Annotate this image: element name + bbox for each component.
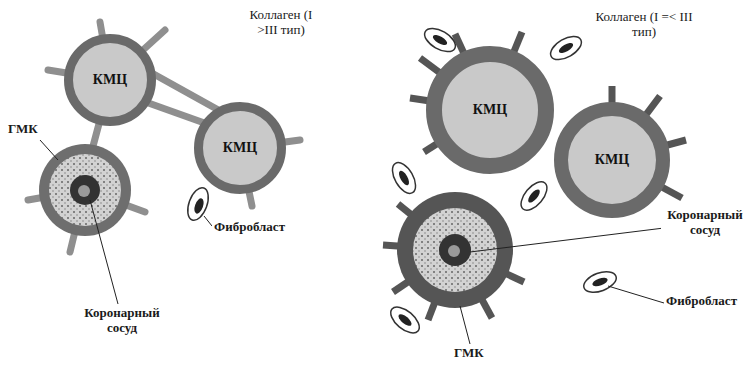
part-label: ГМК — [452, 346, 486, 361]
cell-label: КМЦ — [473, 102, 507, 118]
part-label: Фибробласт — [664, 294, 739, 309]
cardiomyocyte-cell: КМЦ — [194, 102, 286, 194]
collagen-note: Коллаген (I >III тип) — [236, 8, 326, 38]
cardiomyocyte-cell: КМЦ — [426, 46, 554, 174]
collagen-note: Коллаген (I =< III тип) — [590, 10, 698, 40]
cell-label: КМЦ — [223, 140, 257, 156]
part-label: ГМК — [6, 122, 40, 137]
cardiomyocyte-cell: КМЦ — [64, 34, 156, 126]
part-label: Коронарный сосуд — [78, 306, 166, 336]
part-label: Фибробласт — [212, 220, 287, 235]
part-label: Коронарный сосуд — [661, 208, 749, 238]
cell-label: КМЦ — [595, 152, 629, 168]
cell-label: КМЦ — [93, 72, 127, 88]
cardiomyocyte-cell: КМЦ — [554, 102, 670, 218]
